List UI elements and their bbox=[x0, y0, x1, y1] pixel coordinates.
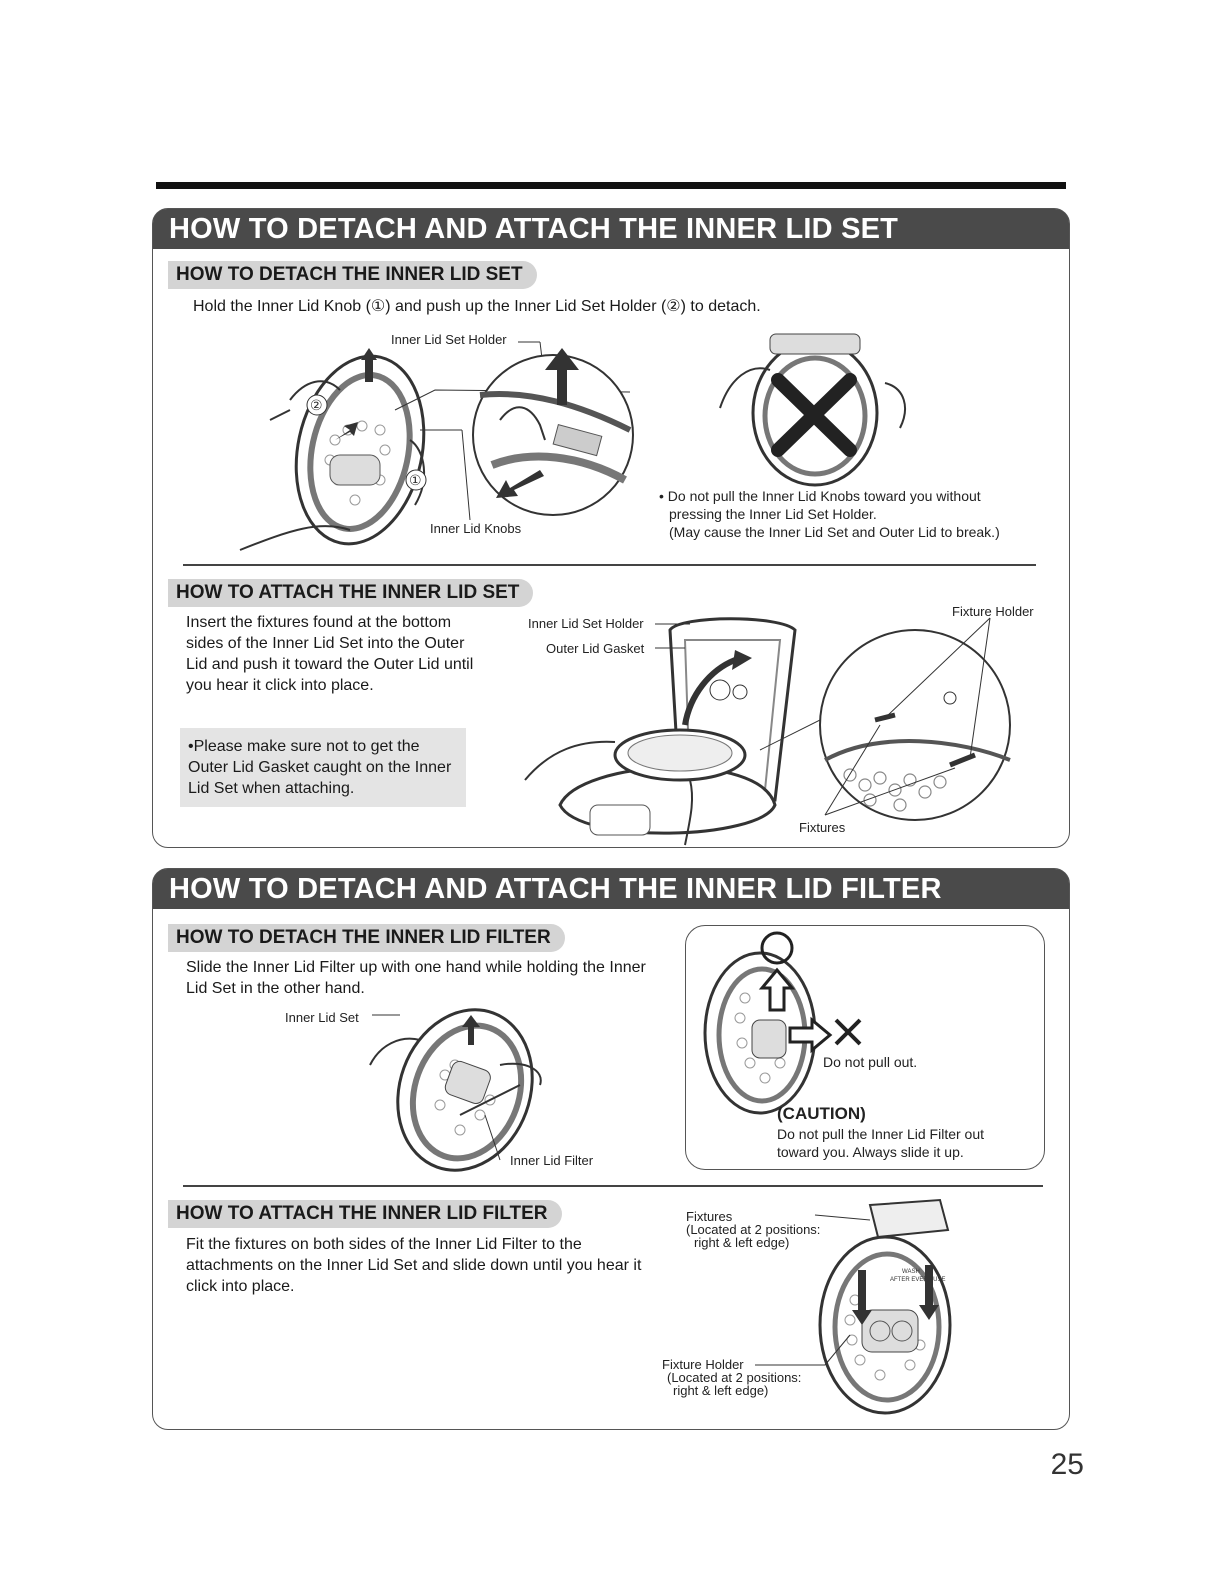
section-title-bar: HOW TO DETACH AND ATTACH THE INNER LID S… bbox=[153, 209, 1069, 249]
x-mark-icon bbox=[771, 373, 857, 457]
section-title-bar: HOW TO DETACH AND ATTACH THE INNER LID F… bbox=[153, 869, 1069, 909]
attach-filter-illustration: WASH AFTER EVERY USE bbox=[755, 1198, 952, 1415]
filter-text-after: AFTER EVERY USE bbox=[890, 1277, 945, 1283]
section-title: HOW TO DETACH AND ATTACH THE INNER LID S… bbox=[169, 213, 899, 245]
page-number: 25 bbox=[1050, 1448, 1084, 1481]
ok-circle-icon bbox=[760, 931, 794, 965]
label-attach-holder: Inner Lid Set Holder bbox=[528, 616, 644, 631]
attach-lid-set-heading: HOW TO ATTACH THE INNER LID SET bbox=[168, 579, 534, 607]
attach-filter-body: Fit the fixtures on both sides of the In… bbox=[186, 1236, 642, 1295]
section1-divider bbox=[183, 564, 1036, 566]
label-inner-lid-filter: Inner Lid Filter bbox=[510, 1153, 594, 1168]
label-inner-lid-set-holder: Inner Lid Set Holder bbox=[391, 332, 507, 347]
label-fixtures-filter-2: (Located at 2 positions: bbox=[686, 1222, 821, 1237]
section2-divider bbox=[183, 1185, 1043, 1187]
section-title: HOW TO DETACH AND ATTACH THE INNER LID F… bbox=[169, 873, 942, 905]
detach-lid-illustration: ② ① bbox=[239, 341, 634, 551]
label-fixture-holder: Fixture Holder bbox=[952, 604, 1034, 619]
label-inner-lid-knobs: Inner Lid Knobs bbox=[430, 521, 522, 536]
warning-note-line1: • Do not pull the Inner Lid Knobs toward… bbox=[659, 488, 981, 504]
label-fixtures-filter-1: Fixtures bbox=[686, 1209, 733, 1224]
right-arrow-icon bbox=[788, 1016, 833, 1054]
detach-filter-illustration bbox=[369, 1008, 542, 1172]
attach-lid-set-tip: •Please make sure not to get the Outer L… bbox=[180, 728, 466, 807]
marker-2: ② bbox=[310, 398, 323, 414]
attach-lid-illustration bbox=[524, 617, 1011, 846]
detach-lid-set-heading: HOW TO DETACH THE INNER LID SET bbox=[168, 261, 537, 289]
marker-1: ① bbox=[409, 473, 422, 489]
attach-filter-heading: HOW TO ATTACH THE INNER LID FILTER bbox=[168, 1200, 562, 1228]
label-fixtures-filter-3: right & left edge) bbox=[694, 1235, 790, 1250]
do-not-pull-out: Do not pull out. bbox=[823, 1054, 918, 1070]
warning-note-line2: pressing the Inner Lid Set Holder. bbox=[669, 506, 877, 522]
label-outer-lid-gasket: Outer Lid Gasket bbox=[546, 641, 645, 656]
detach-filter-body: Slide the Inner Lid Filter up with one h… bbox=[186, 959, 646, 997]
caution-callout bbox=[685, 925, 1045, 1170]
wrong-method-illustration bbox=[719, 333, 906, 487]
label-fixture-holder-filter-3: right & left edge) bbox=[673, 1383, 769, 1398]
caution-illustration bbox=[703, 931, 862, 1115]
caution-body: Do not pull the Inner Lid Filter out tow… bbox=[777, 1126, 985, 1160]
label-inner-lid-set: Inner Lid Set bbox=[285, 1010, 359, 1025]
attach-lid-set-body: Insert the fixtures found at the bottom … bbox=[186, 614, 474, 694]
top-rule bbox=[156, 182, 1066, 189]
label-fixtures: Fixtures bbox=[799, 820, 846, 835]
label-fixture-holder-filter-2: (Located at 2 positions: bbox=[667, 1370, 802, 1385]
warning-note-line3: (May cause the Inner Lid Set and Outer L… bbox=[669, 524, 1000, 540]
detach-lid-set-instruction: Hold the Inner Lid Knob (①) and push up … bbox=[193, 298, 761, 315]
filter-text-wash: WASH bbox=[902, 1269, 920, 1275]
caution-title: (CAUTION) bbox=[777, 1104, 866, 1123]
detach-filter-heading: HOW TO DETACH THE INNER LID FILTER bbox=[168, 924, 565, 952]
label-fixture-holder-filter-1: Fixture Holder bbox=[662, 1357, 744, 1372]
up-arrow-icon bbox=[758, 967, 796, 1012]
